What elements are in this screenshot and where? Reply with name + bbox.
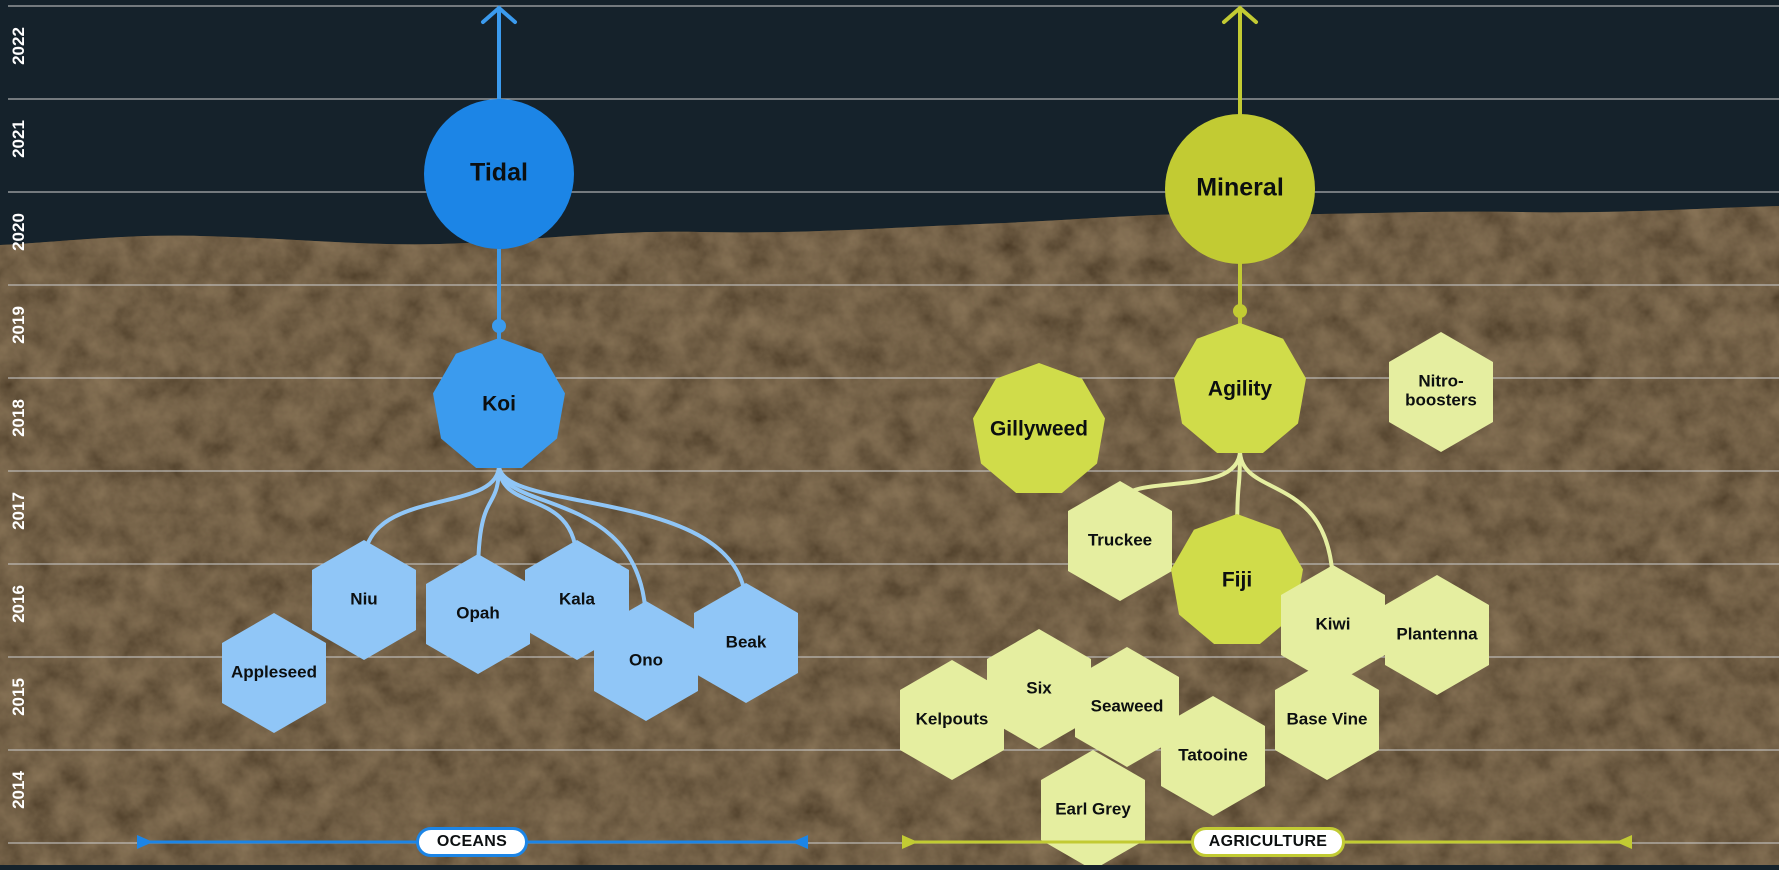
connection-ono-to-koi (497, 463, 648, 627)
agriculture-group-label: AGRICULTURE (1191, 827, 1345, 857)
node-mineral-shape (1165, 114, 1315, 264)
node-ono-label: Ono (629, 650, 663, 669)
node-tidal-shape (424, 99, 574, 249)
connection-kiwi-to-agility (1238, 448, 1335, 591)
node-nitroboosters-label: Nitro-boosters (1405, 372, 1477, 410)
node-fiji-shape (1171, 514, 1303, 644)
node-tatooine-shape (1161, 696, 1265, 816)
node-koi[interactable]: Koi (433, 338, 565, 468)
node-tidal[interactable]: Tidal (424, 99, 574, 249)
node-agility-label: Agility (1208, 378, 1272, 401)
node-kala-label: Kala (559, 589, 595, 608)
node-plantenna-label: Plantenna (1396, 624, 1478, 643)
node-gillyweed-shape (973, 363, 1105, 493)
node-gillyweed-label: Gillyweed (990, 418, 1088, 441)
node-truckee[interactable]: Truckee (1068, 481, 1172, 601)
node-seaweed-shape (1075, 647, 1179, 767)
year-label: 2015 (8, 678, 28, 716)
node-beak-label: Beak (726, 632, 767, 651)
year-label: 2017 (8, 492, 28, 530)
node-tatooine-label: Tatooine (1178, 745, 1248, 764)
node-seaweed-label: Seaweed (1091, 696, 1164, 715)
node-basevine-label: Base Vine (1287, 709, 1368, 728)
connection-niu-to-koi (362, 463, 501, 566)
triangle-left-icon (792, 835, 808, 849)
node-kiwi-label: Kiwi (1316, 614, 1351, 633)
node-gillyweed[interactable]: Gillyweed (973, 363, 1105, 493)
node-ono-shape (594, 601, 698, 721)
arrow-up-icon (1222, 5, 1258, 24)
node-kiwi[interactable]: Kiwi (1281, 565, 1385, 685)
node-appleseed-shape (222, 613, 326, 733)
node-kelpouts-shape (900, 660, 1004, 780)
node-earlgrey-label: Earl Grey (1055, 799, 1131, 818)
node-basevine[interactable]: Base Vine (1275, 660, 1379, 780)
node-koi-label: Koi (482, 393, 516, 416)
node-tidal-label: Tidal (470, 159, 528, 187)
oceans-group-label: OCEANS (416, 827, 528, 857)
node-nitroboosters-shape (1389, 332, 1493, 452)
triangle-right-icon (902, 835, 918, 849)
node-kelpouts[interactable]: Kelpouts (900, 660, 1004, 780)
year-label: 2021 (8, 120, 28, 158)
node-ono[interactable]: Ono (594, 601, 698, 721)
year-label: 2018 (8, 399, 28, 437)
year-label: 2014 (8, 771, 28, 809)
node-truckee-shape (1068, 481, 1172, 601)
node-six[interactable]: Six (987, 629, 1091, 749)
node-agility-shape (1174, 323, 1306, 453)
node-mineral[interactable]: Mineral (1165, 114, 1315, 264)
node-plantenna-shape (1385, 575, 1489, 695)
node-niu-shape (312, 540, 416, 660)
node-earlgrey-shape (1041, 750, 1145, 870)
node-koi-shape (433, 338, 565, 468)
year-label: 2019 (8, 306, 28, 344)
node-plantenna[interactable]: Plantenna (1385, 575, 1489, 695)
node-beak-shape (694, 583, 798, 703)
node-beak[interactable]: Beak (694, 583, 798, 703)
node-fiji[interactable]: Fiji (1171, 514, 1303, 644)
node-opah[interactable]: Opah (426, 554, 530, 674)
node-six-shape (987, 629, 1091, 749)
node-opah-shape (426, 554, 530, 674)
triangle-left-icon (1616, 835, 1632, 849)
node-appleseed[interactable]: Appleseed (222, 613, 326, 733)
node-basevine-shape (1275, 660, 1379, 780)
node-tatooine[interactable]: Tatooine (1161, 696, 1265, 816)
node-opah-label: Opah (456, 603, 499, 622)
node-earlgrey[interactable]: Earl Grey (1041, 750, 1145, 870)
triangle-right-icon (137, 835, 153, 849)
arrow-up-icon (481, 5, 517, 24)
year-label: 2020 (8, 213, 28, 251)
node-nitroboosters[interactable]: Nitro-boosters (1389, 332, 1493, 452)
node-appleseed-label: Appleseed (231, 662, 317, 681)
node-niu[interactable]: Niu (312, 540, 416, 660)
node-truckee-label: Truckee (1088, 530, 1152, 549)
node-six-label: Six (1026, 678, 1052, 697)
year-label: 2022 (8, 27, 28, 65)
year-label: 2016 (8, 585, 28, 623)
node-niu-label: Niu (350, 589, 377, 608)
node-agility[interactable]: Agility (1174, 323, 1306, 453)
node-seaweed[interactable]: Seaweed (1075, 647, 1179, 767)
node-kelpouts-label: Kelpouts (916, 709, 989, 728)
node-mineral-label: Mineral (1196, 174, 1284, 202)
node-fiji-label: Fiji (1222, 569, 1252, 592)
connection-opah-to-koi (476, 463, 501, 580)
connection-beak-to-koi (497, 463, 748, 609)
node-kiwi-shape (1281, 565, 1385, 685)
